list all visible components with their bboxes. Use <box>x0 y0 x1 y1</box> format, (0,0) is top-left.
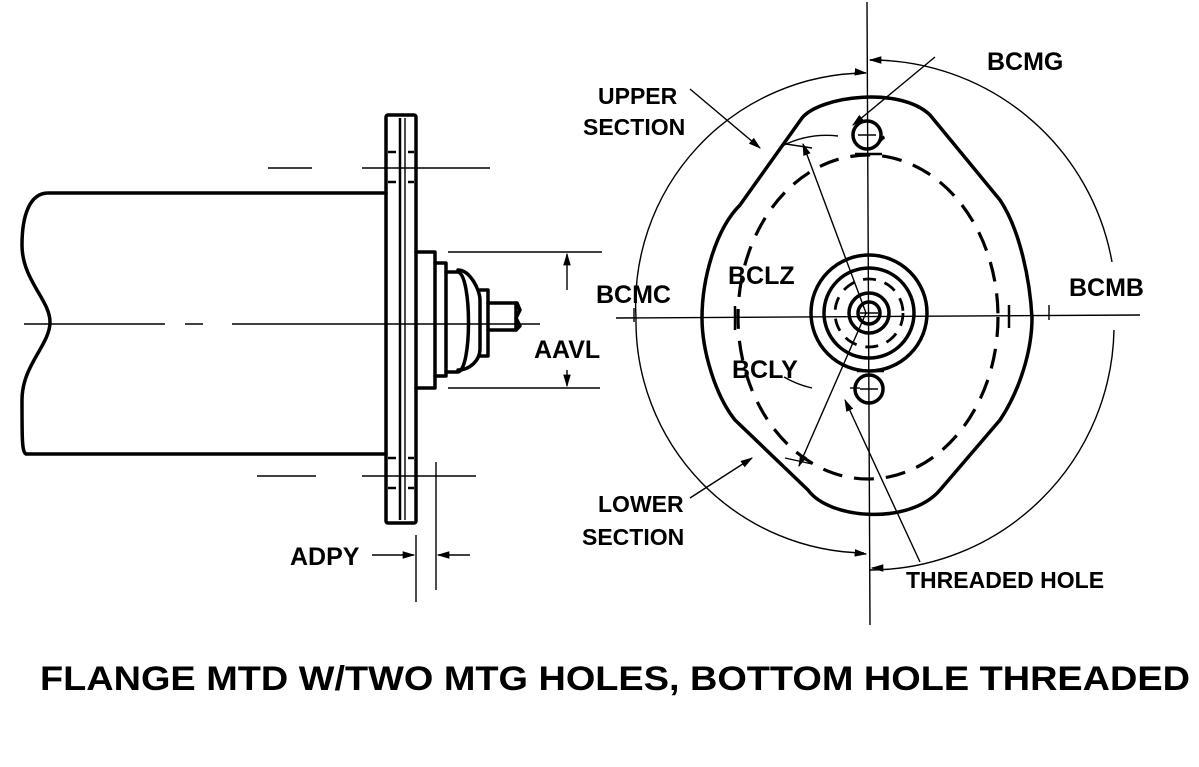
bcmb-label: BCMB <box>1069 274 1144 302</box>
side-view: AAVL ADPY <box>20 113 602 602</box>
lower-section-leader <box>689 457 754 499</box>
aavl-label: AAVL <box>534 336 600 364</box>
front-view: BCMG UPPER SECTION BCMC BCMB BCLZ BCLY L… <box>582 1 1144 626</box>
bcly-label: BCLY <box>732 356 798 384</box>
lower-section-label-line2: SECTION <box>582 524 684 550</box>
upper-section-label-line1: UPPER <box>598 83 678 109</box>
upper-section-label-line2: SECTION <box>583 114 685 140</box>
adpy-dimension: ADPY <box>290 462 470 602</box>
upper-mounting-hole <box>851 119 883 151</box>
pilot-boss <box>414 250 437 390</box>
bclz-label: BCLZ <box>728 262 795 290</box>
threaded-hole <box>853 373 885 405</box>
adpy-label: ADPY <box>290 543 360 571</box>
bcmc-label: BCMC <box>596 281 671 309</box>
flange-outline <box>700 95 1034 517</box>
aavl-dimension: AAVL <box>448 251 602 389</box>
center-boss-rings <box>809 253 929 373</box>
flange-plate <box>384 113 418 525</box>
flange-hole-marks-top <box>388 150 414 184</box>
diagram-caption: FLANGE MTD W/TWO MTG HOLES, BOTTOM HOLE … <box>40 660 1190 698</box>
bcmg-leader <box>852 56 936 126</box>
flange-hole-marks-bottom <box>388 456 414 490</box>
upper-section-leader <box>689 88 761 149</box>
threaded-hole-leader <box>844 398 921 563</box>
lower-section-label-line1: LOWER <box>598 491 684 517</box>
bcmg-label: BCMG <box>987 48 1063 76</box>
threaded-hole-label: THREADED HOLE <box>906 567 1104 593</box>
motor-body <box>20 191 388 456</box>
